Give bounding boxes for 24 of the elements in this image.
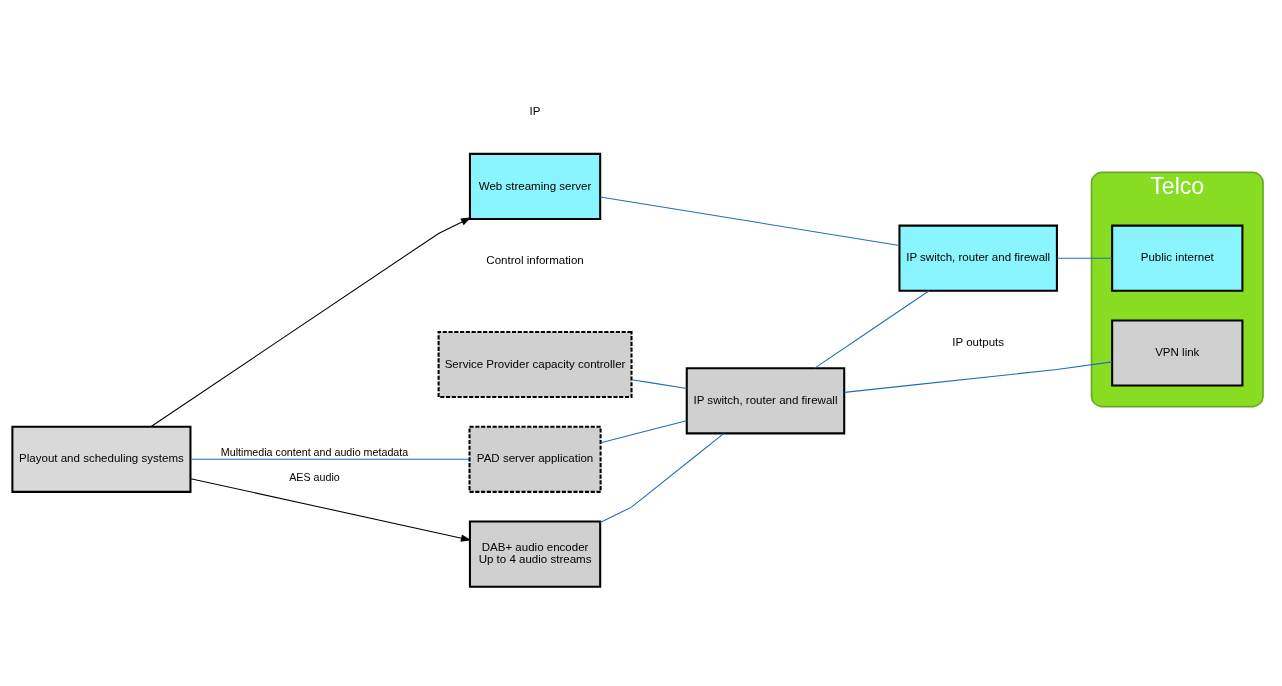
edge-label: AES audio	[289, 470, 340, 483]
connector	[814, 289, 930, 369]
connector	[844, 360, 1113, 393]
label: IP	[529, 104, 541, 117]
node-box: PAD server application	[468, 425, 602, 493]
connector	[190, 458, 470, 460]
node-box: Web streaming server	[468, 152, 602, 220]
node-box: Playout and scheduling systems	[11, 425, 192, 493]
label: IP outputs	[952, 335, 1005, 348]
connector	[599, 432, 725, 523]
connector	[631, 378, 688, 389]
node-box: IP switch, router and firewall	[898, 224, 1058, 292]
connector	[599, 195, 900, 246]
connector	[1056, 257, 1113, 259]
arrow	[150, 216, 472, 427]
node-box: Service Provider capacity controller	[437, 330, 633, 398]
connector	[600, 419, 688, 443]
edge-label: Multimedia content and audio metadata	[220, 445, 409, 458]
node-box: VPN link	[1111, 318, 1244, 387]
label: Control information	[486, 253, 584, 266]
node-box: Public internet	[1111, 224, 1244, 292]
node-box: IP switch, router and firewall	[685, 366, 846, 434]
node-box: DAB+ audio encoder Up to 4 audio streams	[468, 520, 602, 588]
arrow	[190, 477, 472, 542]
